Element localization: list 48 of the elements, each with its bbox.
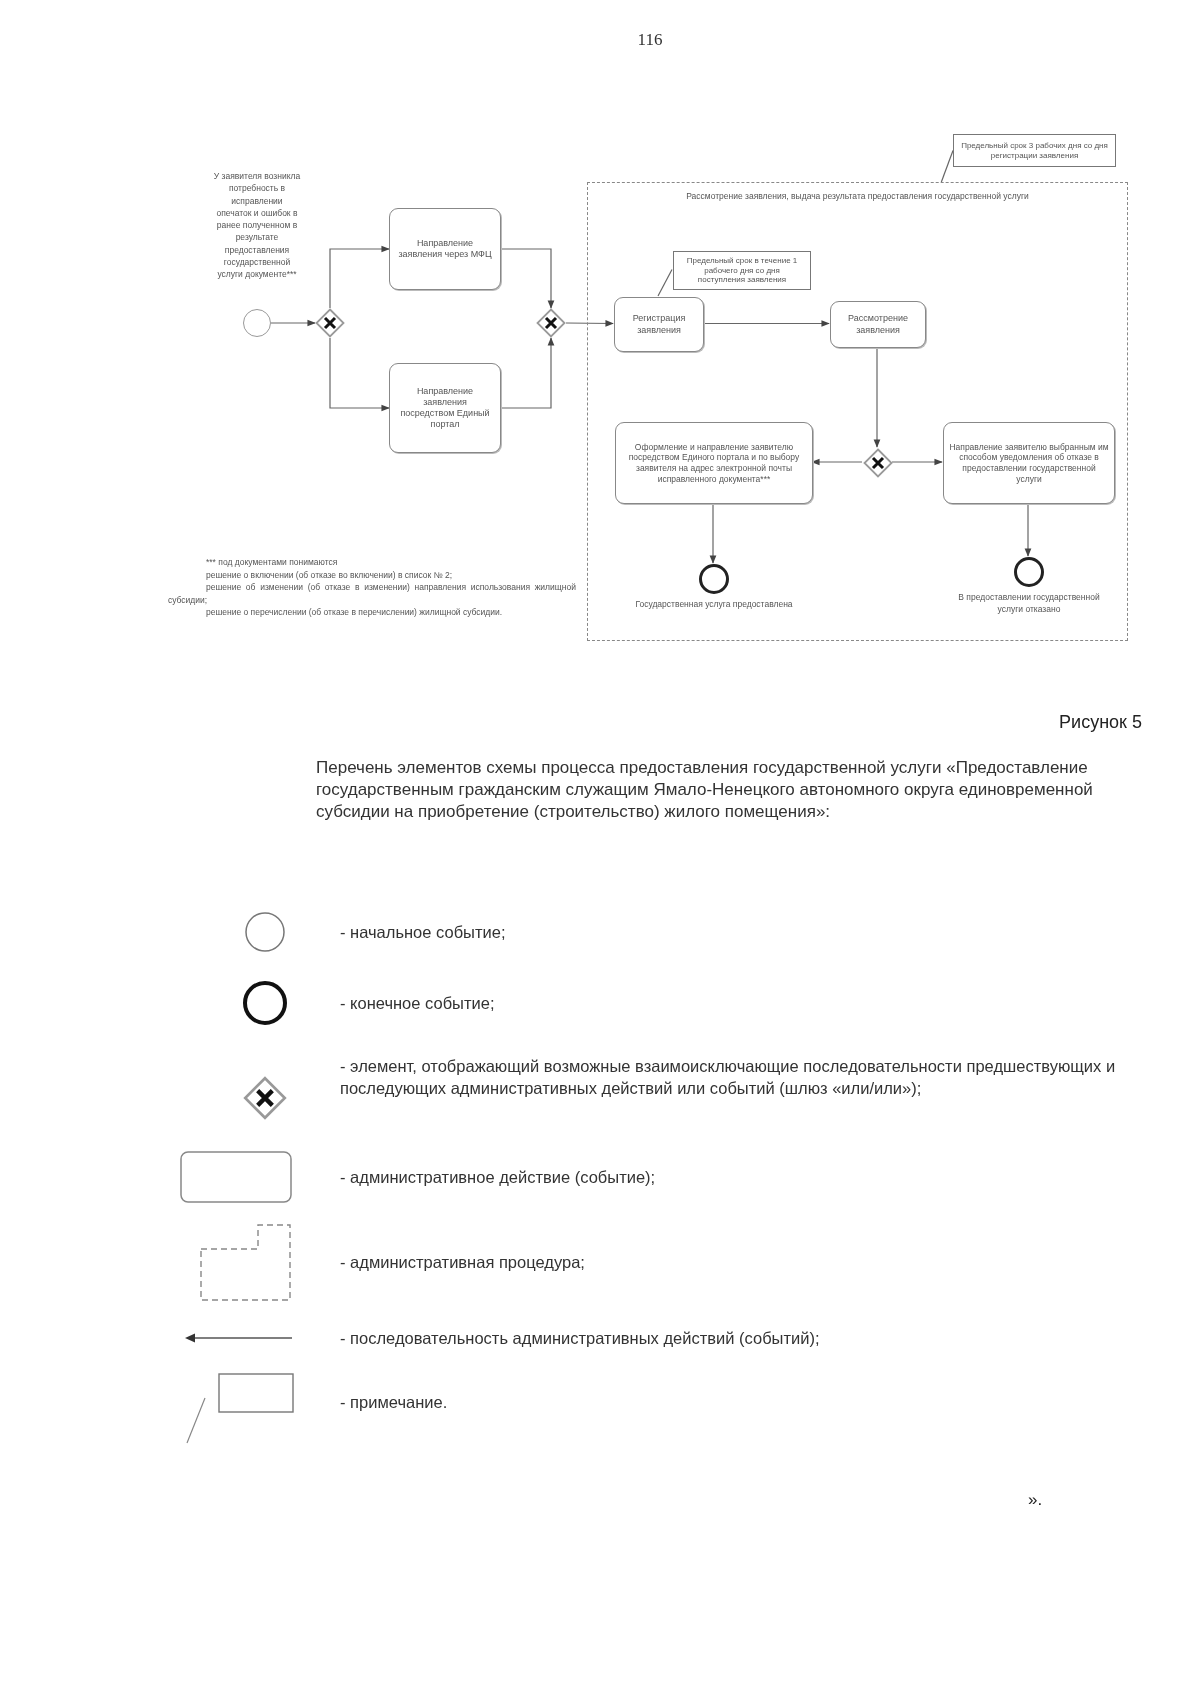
legend-text: - административное действие (событие); (340, 1167, 657, 1188)
sequence-arrow (329, 245, 390, 309)
task-box: Рассмотрение заявления (830, 301, 926, 348)
footnote-text: решение о включении (об отказе во включении) в список № 2; (205, 568, 454, 581)
sequence-arrow (891, 458, 943, 466)
closing-quote: ». (1028, 1490, 1043, 1510)
exclusive-gateway-diamond (863, 448, 893, 478)
sequence-arrow (270, 319, 316, 327)
end-event-circle (699, 564, 729, 594)
task-box: Направление заявителю выбранным им способом уведомления об отказе в предоставлении государственной услуги (943, 422, 1115, 504)
page-number: 116 (636, 30, 664, 50)
sequence-arrow (500, 337, 555, 409)
exclusive-gateway-diamond (536, 308, 566, 338)
start-event-circle (243, 309, 271, 337)
sequence-arrow (1024, 502, 1032, 557)
footnote-text: решение о перечислении (об отказе в перечислении) жилищной субсидии. (205, 606, 504, 619)
note-box: Предельный срок 3 рабочих дня со дня регистрации заявления (953, 134, 1116, 167)
footnote-text: решение об изменении (об отказе в изменении) направления использования жилищной субсидии; (168, 581, 576, 606)
sequence-arrow (709, 502, 717, 564)
legend-text: - начальное событие; (340, 922, 507, 943)
event-label: У заявителя возникла потребность в исправлении опечаток и ошибок в ранее полученном в результате предоставления государственной услуги документе*** (213, 170, 301, 281)
legend-text: - конечное событие; (340, 993, 496, 1014)
exclusive-gateway-diamond (315, 308, 345, 338)
event-label: Государственная услуга предоставлена (634, 598, 794, 611)
sequence-arrow (500, 248, 555, 309)
figure-caption: Рисунок 5 (1058, 712, 1142, 733)
legend-text: - элемент, отображающий возможные взаимоисключающие последовательности предшествующих и последующих административных действий или событий (шлюз «или/или»); (340, 1056, 1117, 1099)
list-intro-paragraph: Перечень элементов схемы процесса предоставления государственной услуги «Предоставление государственным гражданским служащим Ямало-Ненецкого автономного округа единовременной субсидии на приобретение (строительство) жилого помещения»: (316, 757, 1094, 823)
sequence-arrow (811, 458, 863, 466)
legend-text: - последовательность административных действий (событий); (340, 1328, 821, 1349)
procedure-title: Рассмотрение заявления, выдача результата предоставления государственной услуги (685, 191, 1030, 201)
task-box: Направление заявления через МФЦ (389, 208, 501, 290)
task-box: Оформление и направление заявителю посредством Единого портала и по выбору заявителя на адрес электронной почты исправленного документа*** (615, 422, 813, 504)
task-box: Регистрация заявления (614, 297, 704, 352)
leader-line (940, 149, 954, 183)
sequence-arrow (329, 337, 390, 412)
task-box: Направление заявления посредством Единый портал (389, 363, 501, 453)
leader-line (657, 268, 673, 297)
sequence-arrow (565, 320, 614, 327)
event-label: В предоставлении государственной услуги отказано (957, 591, 1101, 616)
legend-text: - административная процедура; (340, 1252, 586, 1273)
procedure-frame (587, 182, 1128, 641)
footnote-text: *** под документами понимаются (205, 556, 339, 569)
sequence-arrow (873, 346, 881, 448)
note-box: Предельный срок в течение 1 рабочего дня со дня поступления заявления (673, 251, 811, 290)
end-event-circle (1014, 557, 1044, 587)
sequence-arrow (702, 320, 830, 327)
legend-text: - примечание. (340, 1392, 449, 1413)
